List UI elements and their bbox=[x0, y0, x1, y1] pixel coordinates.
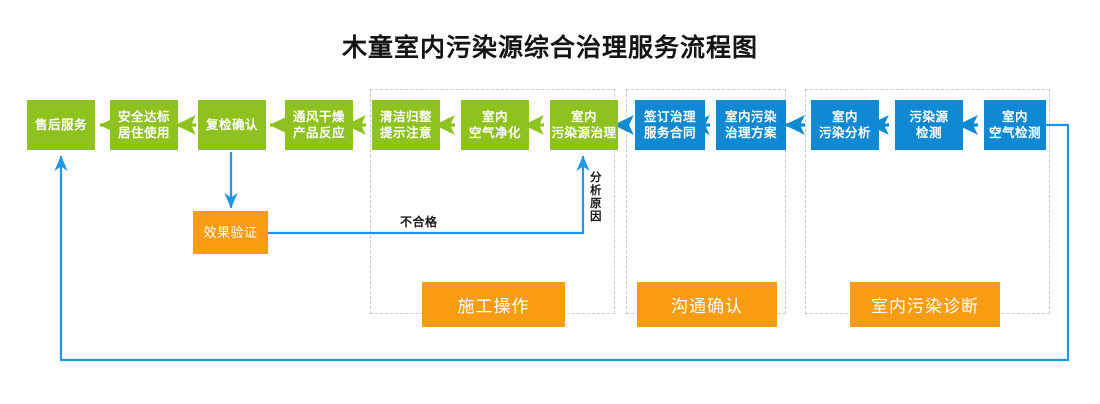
node-indoor-air-purification[interactable]: 室内 空气净化 bbox=[461, 100, 529, 150]
edge-label-unqualified: 不合格 bbox=[400, 215, 438, 229]
node-indoor-air-detection[interactable]: 室内 空气检测 bbox=[984, 100, 1046, 150]
node-clean-tidy-notice[interactable]: 清洁归整 提示注意 bbox=[372, 100, 440, 150]
node-effect-verification[interactable]: 效果验证 bbox=[193, 211, 268, 254]
node-after-sales-service[interactable]: 售后服务 bbox=[27, 100, 95, 150]
node-indoor-pollution-analysis[interactable]: 室内 污染分析 bbox=[811, 100, 879, 150]
edge-label-analyze-cause: 分析原因 bbox=[590, 172, 602, 223]
node-safe-standard-occupancy[interactable]: 安全达标 居住使用 bbox=[110, 100, 178, 150]
page-title: 木童室内污染源综合治理服务流程图 bbox=[341, 34, 758, 62]
section-label-communication-confirmation[interactable]: 沟通确认 bbox=[637, 282, 777, 327]
node-indoor-pollution-source-treatment[interactable]: 室内 污染源治理 bbox=[550, 100, 618, 150]
node-pollution-source-detection[interactable]: 污染源 检测 bbox=[895, 100, 963, 150]
node-indoor-pollution-treatment-plan[interactable]: 室内污染 治理方案 bbox=[716, 100, 786, 150]
node-recheck-confirm[interactable]: 复检确认 bbox=[198, 100, 266, 150]
section-label-indoor-pollution-diagnosis[interactable]: 室内污染诊断 bbox=[850, 282, 1000, 327]
section-label-construction-operation[interactable]: 施工操作 bbox=[422, 282, 565, 327]
node-ventilate-dry-product-reaction[interactable]: 通风干燥 产品反应 bbox=[285, 100, 353, 150]
node-sign-treatment-service-contract[interactable]: 签订治理 服务合同 bbox=[635, 100, 705, 150]
